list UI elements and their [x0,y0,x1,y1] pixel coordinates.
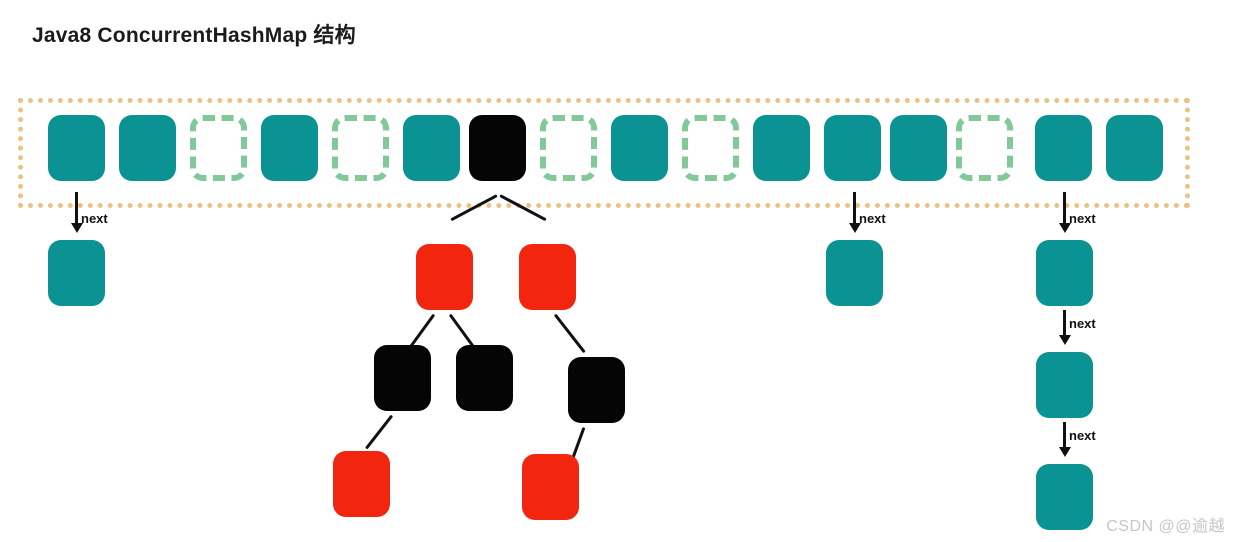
next-arrow-bucket-14-2 [1063,310,1066,336]
next-label-bucket-11-1: next [859,211,886,226]
next-arrow-bucket-11-1 [853,192,856,224]
tree-node-l1-left[interactable] [416,244,473,310]
chain-node-bucket-14-2[interactable] [1036,352,1093,418]
tree-edge-l1right-right [553,313,586,354]
chain-node-bucket-14-3[interactable] [1036,464,1093,530]
next-label-bucket-14-1: next [1069,211,1096,226]
page-title: Java8 ConcurrentHashMap 结构 [32,24,356,47]
bucket-cell-6[interactable] [469,115,526,181]
tree-node-l1-right[interactable] [519,244,576,310]
tree-node-l3-right[interactable] [522,454,579,520]
bucket-cell-5[interactable] [403,115,460,181]
next-label-bucket-14-3: next [1069,428,1096,443]
bucket-cell-3[interactable] [261,115,318,181]
bucket-cell-14[interactable] [1035,115,1092,181]
tree-node-l2-right[interactable] [568,357,625,423]
tree-node-l3-left[interactable] [333,451,390,517]
bucket-cell-11[interactable] [824,115,881,181]
bucket-cell-12[interactable] [890,115,947,181]
bucket-cell-1[interactable] [119,115,176,181]
bucket-cell-15[interactable] [1106,115,1163,181]
bucket-cell-7[interactable] [540,115,597,181]
bucket-cell-2[interactable] [190,115,247,181]
tree-node-l2-left[interactable] [374,345,431,411]
chain-node-bucket-11-1[interactable] [826,240,883,306]
bucket-cell-13[interactable] [956,115,1013,181]
next-arrow-bucket-14-1 [1063,192,1066,224]
tree-node-l2-mid[interactable] [456,345,513,411]
next-arrow-bucket-14-3 [1063,422,1066,448]
next-arrow-bucket-0-1 [75,192,78,224]
chain-node-bucket-14-1[interactable] [1036,240,1093,306]
watermark: CSDN @@逾越 [1106,518,1225,535]
tree-edge-l2left-left [364,414,394,450]
bucket-cell-10[interactable] [753,115,810,181]
chain-node-bucket-0-1[interactable] [48,240,105,306]
bucket-cell-0[interactable] [48,115,105,181]
bucket-cell-8[interactable] [611,115,668,181]
next-label-bucket-14-2: next [1069,316,1096,331]
bucket-cell-4[interactable] [332,115,389,181]
bucket-array-container [18,98,1190,208]
bucket-cell-9[interactable] [682,115,739,181]
next-label-bucket-0-1: next [81,211,108,226]
